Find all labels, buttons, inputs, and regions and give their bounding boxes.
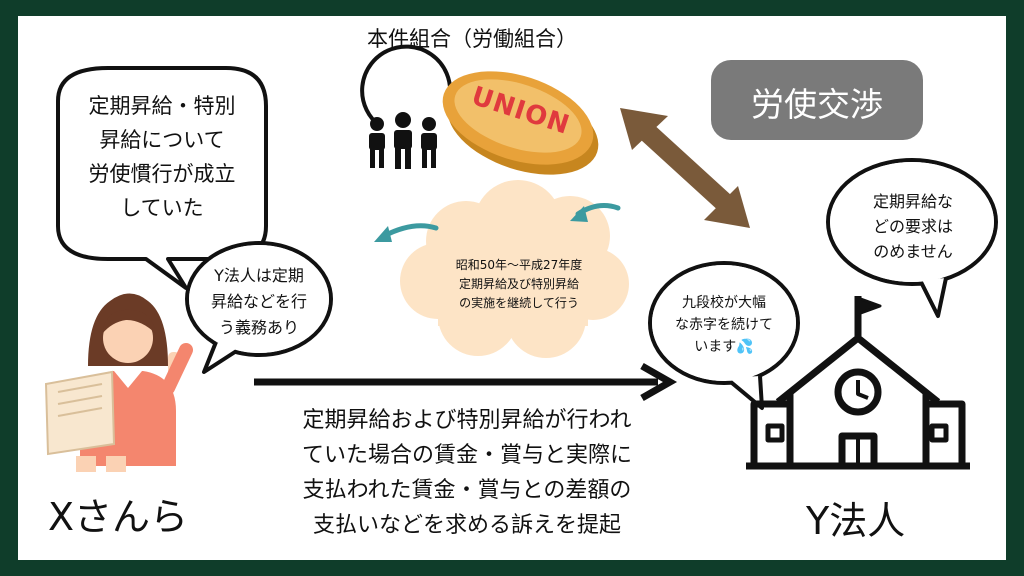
claim-line-4: 支払いなどを求める訴えを提起 — [312, 513, 621, 538]
x-bubble-line-3: 労使慣行が成立 — [88, 162, 236, 186]
lawsuit-arrow — [254, 362, 678, 402]
negotiation-box: 労使交渉 — [711, 60, 923, 140]
union-sign-icon — [442, 71, 599, 175]
y-deficit-bubble-shape — [648, 261, 800, 410]
union-label: 本件組合（労働組合） — [367, 27, 577, 51]
cloud-line-1: 昭和50年～平成27年度 — [455, 258, 583, 272]
claim-line-2: ていた場合の賃金・賞与と実際に — [301, 443, 632, 468]
school-building-icon — [746, 296, 970, 470]
x-bubble-line-1: 定期昇給・特別 — [88, 94, 236, 118]
y-demand-bubble-shape — [826, 158, 998, 318]
negotiation-double-arrow — [620, 108, 750, 228]
y-deficit-line-3: います💦 — [694, 339, 754, 355]
diagram-graphics — [44, 44, 998, 472]
claim-line-3: 支払われた賃金・賞与との差額の — [302, 478, 632, 503]
y-deficit-line-1: 九段校が大幅 — [682, 295, 766, 311]
cloud-shape — [400, 180, 629, 358]
cloud-line-2: 定期昇給及び特別昇給 — [458, 277, 579, 291]
y-demand-line-1: 定期昇給な — [872, 192, 953, 211]
defendant-label: Y法人 — [806, 499, 906, 543]
x-practice-bubble-shape — [56, 66, 268, 290]
diagram-canvas: 労使交渉 本件組合（労働組合） UNION 定期昇給・特別 昇給について 労使慣… — [18, 16, 1006, 560]
y-demand-line-2: どの要求は — [872, 217, 953, 236]
cloud-line-3: の実施を継続して行う — [459, 296, 579, 310]
x-duty-line-3: う義務あり — [218, 318, 299, 337]
x-bubble-line-2: 昇給について — [99, 128, 225, 152]
x-duty-line-1: Y法人は定期 — [214, 266, 304, 285]
x-bubble-line-4: していた — [120, 196, 204, 220]
woman-icon — [44, 293, 193, 472]
y-deficit-line-2: な赤字を続けて — [675, 317, 773, 333]
x-duty-bubble-shape — [185, 241, 333, 374]
plaintiff-label: Xさんら — [48, 495, 189, 539]
x-duty-line-2: 昇給などを行 — [210, 292, 307, 311]
claim-line-1: 定期昇給および特別昇給が行われ — [302, 408, 632, 433]
negotiation-label: 労使交渉 — [751, 85, 883, 124]
y-demand-line-3: のめません — [873, 242, 953, 261]
union-people-icon — [360, 44, 453, 169]
teal-arrowhead-right — [570, 206, 588, 222]
teal-arrowhead-left — [374, 226, 392, 242]
